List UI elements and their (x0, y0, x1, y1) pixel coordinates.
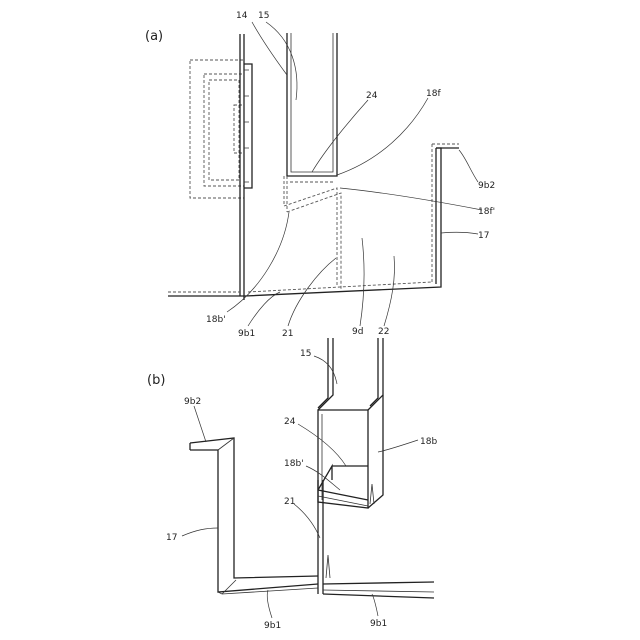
floor-right-bottom (323, 594, 434, 598)
label-b-15: 15 (300, 349, 311, 359)
leader-17 (441, 232, 478, 234)
leader-b-17 (182, 528, 218, 536)
label-15: 15 (258, 11, 269, 21)
label-b-18b: 18b (420, 437, 437, 447)
leader-9d (360, 238, 364, 326)
figure-a-label: (a) (145, 29, 163, 44)
label-21: 21 (282, 329, 293, 339)
label-18f: 18f (426, 89, 441, 99)
tank-17-outer (190, 450, 318, 592)
label-17: 17 (478, 231, 489, 241)
label-b-17: 17 (166, 533, 177, 543)
leader-14 (252, 22, 287, 75)
label-b-24: 24 (284, 417, 296, 427)
label-9b2: 9b2 (478, 181, 495, 191)
label-14: 14 (236, 11, 248, 21)
pipe-15-right-inner (370, 338, 378, 406)
partition-bottom (318, 490, 368, 500)
dashed-inner-box-2 (209, 80, 239, 180)
label-24: 24 (366, 91, 378, 101)
leader-b-18b (378, 440, 418, 452)
dashed-partition-legs (284, 176, 287, 212)
pipe-15-right-edge (368, 338, 383, 410)
label-b-9b1-left: 9b1 (264, 621, 281, 631)
floor-dashed-line-2 (248, 282, 432, 292)
label-22: 22 (378, 327, 389, 337)
dashed-partition-diag-2 (287, 193, 341, 290)
figure-a: (a) (145, 11, 495, 339)
leader-9b2 (459, 150, 478, 182)
leader-b-9b2 (194, 406, 206, 442)
leader-18f (337, 98, 428, 175)
label-9b1: 9b1 (238, 329, 255, 339)
dashed-inner-box (204, 74, 244, 186)
pipe-15-left-edge (318, 338, 333, 410)
label-b-9b2: 9b2 (184, 397, 201, 407)
pipe-15 (287, 33, 337, 176)
tank-17-bottom-right (245, 148, 441, 296)
leader-15 (266, 22, 297, 100)
label-b-9b1-right: 9b1 (370, 619, 387, 629)
label-b-21: 21 (284, 497, 295, 507)
pipe-15-inner (291, 33, 333, 172)
floor-right-mid (323, 590, 434, 592)
leader-9b1 (248, 292, 280, 326)
bracket-ticks (244, 70, 249, 182)
figure-b-label: (b) (147, 373, 165, 388)
leader-18f-prime (340, 188, 482, 210)
leader-22 (384, 256, 395, 326)
wall-bracket (244, 64, 252, 188)
pipe-spike (370, 484, 374, 504)
floor-right-top (323, 582, 434, 584)
leader-b-9b1-right (372, 594, 378, 616)
label-b-18b-prime: 18b' (284, 459, 304, 469)
tank-17-bottom-corner (222, 580, 236, 594)
divider-spike (326, 555, 330, 578)
dashed-outer-box (190, 60, 244, 198)
figure-b: (b) (147, 338, 437, 631)
label-18f-prime: 18f' (478, 207, 495, 217)
pipe-15-front (318, 410, 368, 508)
leader-b-21 (294, 504, 320, 538)
leader-24 (312, 100, 368, 172)
label-9d: 9d (352, 327, 363, 337)
label-18b-prime: 18b' (206, 315, 226, 325)
pipe-15-left-inner (318, 338, 328, 408)
leader-18b-prime (227, 212, 289, 312)
leader-b-9b1-left (267, 590, 272, 618)
dashed-partition-diag (284, 188, 337, 286)
